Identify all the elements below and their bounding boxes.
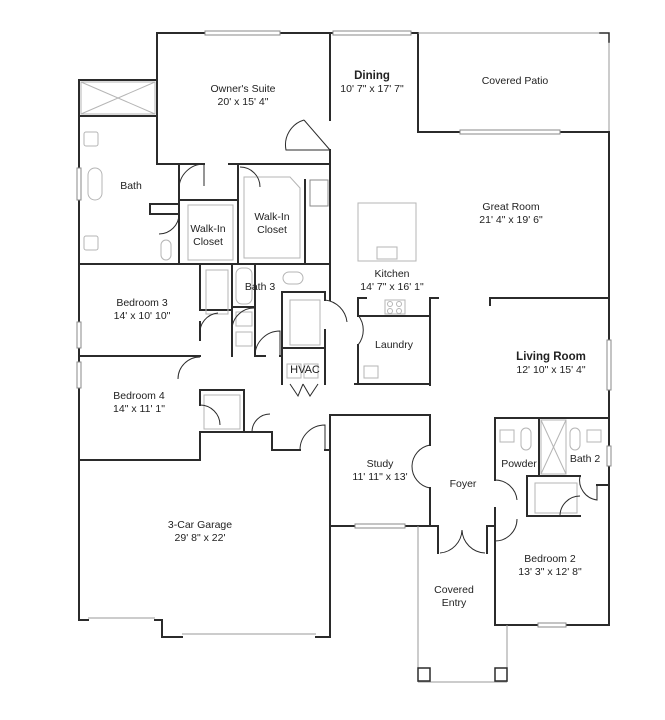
room-name-line2: Closet bbox=[193, 235, 223, 248]
fixtures bbox=[80, 81, 602, 514]
room-dimensions: 13' 3" x 12' 8" bbox=[518, 565, 582, 578]
room-walk-in-closet-2: Walk-In Closet bbox=[254, 211, 289, 236]
room-dimensions: 21' 4" x 19' 6" bbox=[479, 213, 543, 226]
room-garage: 3-Car Garage 29' 8" x 22' bbox=[168, 519, 232, 544]
room-name: Powder bbox=[501, 458, 537, 470]
room-name: Foyer bbox=[449, 478, 477, 490]
room-owners-suite: Owner's Suite 20' x 15' 4" bbox=[210, 83, 275, 108]
room-name: Living Room bbox=[516, 351, 586, 363]
room-name: Bedroom 4 bbox=[113, 390, 165, 402]
room-bedroom-2: Bedroom 2 13' 3" x 12' 8" bbox=[518, 553, 581, 578]
room-covered-entry: Covered Entry bbox=[434, 584, 474, 609]
room-name: Bath 2 bbox=[569, 453, 601, 465]
room-dimensions: 14' 7" x 16' 1" bbox=[360, 280, 424, 293]
room-dimensions: 20' x 15' 4" bbox=[217, 95, 269, 108]
room-name: Bath bbox=[120, 180, 142, 192]
room-bath-3: Bath 3 bbox=[245, 281, 275, 294]
room-name: Laundry bbox=[375, 339, 413, 351]
room-walk-in-closet-1: Walk-In Closet bbox=[190, 223, 225, 248]
room-name-line2: Entry bbox=[441, 596, 467, 609]
room-name: Dining bbox=[354, 70, 390, 82]
room-dimensions: 14' x 10' 10" bbox=[113, 309, 171, 322]
room-name: Kitchen bbox=[374, 268, 410, 280]
room-name: Great Room bbox=[482, 201, 540, 213]
room-great-room: Great Room 21' 4" x 19' 6" bbox=[479, 201, 542, 226]
room-dimensions: 11' 11" x 13' bbox=[352, 470, 408, 483]
room-name: Owner's Suite bbox=[210, 83, 276, 95]
room-living-room: Living Room 12' 10" x 15' 4" bbox=[516, 351, 586, 376]
room-bedroom-3: Bedroom 3 14' x 10' 10" bbox=[114, 297, 171, 322]
room-laundry: Laundry bbox=[375, 339, 413, 352]
room-bath: Bath bbox=[120, 180, 142, 193]
room-bath-2: Bath 2 bbox=[570, 453, 600, 466]
room-name: Study bbox=[366, 458, 394, 470]
room-name: Bedroom 3 bbox=[116, 297, 168, 309]
room-bedroom-4: Bedroom 4 14" x 11' 1" bbox=[113, 390, 165, 415]
room-name-line2: Closet bbox=[257, 223, 287, 236]
room-kitchen: Kitchen 14' 7" x 16' 1" bbox=[360, 268, 423, 293]
room-dining: Dining 10' 7" x 17' 7" bbox=[340, 70, 403, 95]
room-dimensions: 14" x 11' 1" bbox=[113, 402, 165, 415]
room-name: Walk-In bbox=[190, 223, 226, 235]
room-dimensions: 29' 8" x 22' bbox=[174, 531, 226, 544]
room-name: 3-Car Garage bbox=[167, 519, 233, 531]
room-name: Covered bbox=[434, 584, 474, 596]
room-hvac: HVAC bbox=[290, 364, 320, 377]
room-dimensions: 12' 10" x 15' 4" bbox=[516, 363, 586, 376]
room-foyer: Foyer bbox=[450, 478, 477, 491]
room-study: Study 11' 11" x 13' bbox=[352, 458, 407, 483]
room-name: Covered Patio bbox=[481, 75, 549, 87]
room-name: Bath 3 bbox=[244, 281, 276, 293]
doors bbox=[158, 119, 598, 554]
room-covered-patio: Covered Patio bbox=[482, 75, 549, 88]
room-dimensions: 10' 7" x 17' 7" bbox=[340, 82, 404, 95]
room-name: Walk-In bbox=[254, 211, 290, 223]
windows bbox=[76, 30, 612, 628]
room-name: HVAC bbox=[290, 364, 320, 376]
room-powder: Powder bbox=[501, 458, 537, 471]
room-name: Bedroom 2 bbox=[524, 553, 576, 565]
